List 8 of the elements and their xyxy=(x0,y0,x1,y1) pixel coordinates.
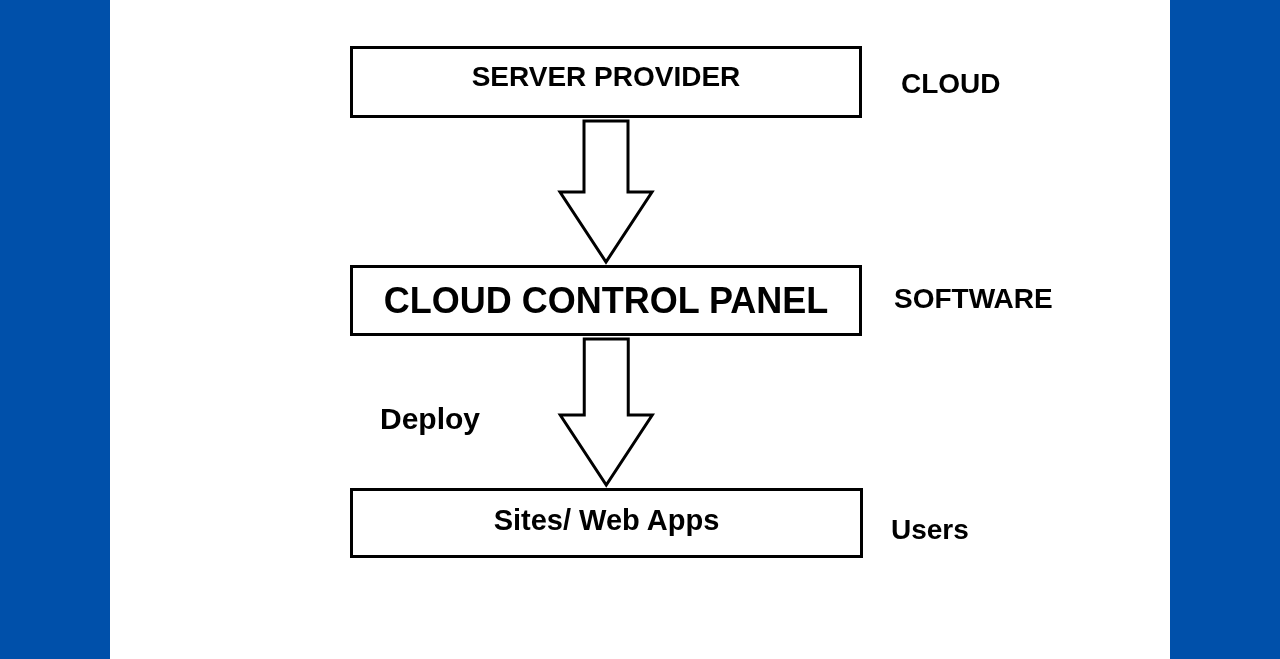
side-label: Users xyxy=(891,513,969,547)
side-label: CLOUD xyxy=(901,67,1001,101)
side-label: SOFTWARE xyxy=(894,282,1053,316)
box-label: Sites/ Web Apps xyxy=(493,503,720,539)
box-label: CLOUD CONTROL PANEL xyxy=(383,278,829,323)
block-arrow xyxy=(557,337,656,488)
box-label: SERVER PROVIDER xyxy=(471,60,741,94)
block-arrow xyxy=(557,119,655,265)
